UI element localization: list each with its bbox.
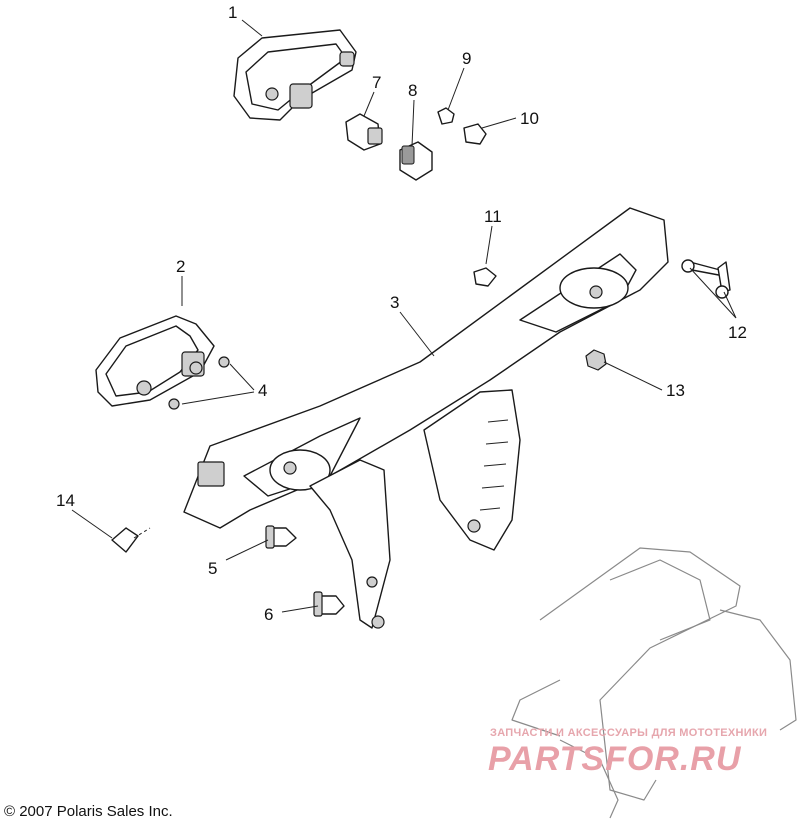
callout-4: 4 bbox=[258, 381, 267, 400]
push-rivet-5 bbox=[265, 525, 297, 549]
callout-labels: 1 2 3 4 5 6 7 8 9 10 11 12 13 14 bbox=[56, 3, 747, 624]
watermark-logo: PARTSFOR.RU bbox=[488, 740, 742, 778]
callout-5: 5 bbox=[208, 559, 217, 578]
socket-10 bbox=[463, 123, 487, 145]
callout-8: 8 bbox=[408, 81, 417, 100]
rivet-11 bbox=[473, 267, 497, 287]
label-14 bbox=[111, 527, 139, 553]
callout-13: 13 bbox=[666, 381, 685, 400]
callout-7: 7 bbox=[372, 73, 381, 92]
push-rivet-6 bbox=[313, 591, 345, 617]
callout-9: 9 bbox=[462, 49, 471, 68]
lamp-bracket-frame bbox=[183, 207, 669, 629]
tail-lamp-lower bbox=[95, 315, 215, 407]
nut-13 bbox=[585, 349, 607, 371]
bulb-socket-7 bbox=[345, 113, 383, 151]
callout-12: 12 bbox=[728, 323, 747, 342]
reference-rack-frame bbox=[511, 547, 797, 819]
callout-3: 3 bbox=[390, 293, 399, 312]
callout-11: 11 bbox=[484, 207, 502, 226]
callout-6: 6 bbox=[264, 605, 273, 624]
screws-12 bbox=[681, 259, 731, 299]
leader-lines bbox=[71, 19, 737, 613]
watermark-tagline: ЗАПЧАСТИ И АКСЕССУАРЫ ДЛЯ МОТОТЕХНИКИ bbox=[490, 727, 768, 739]
callout-10: 10 bbox=[520, 109, 539, 128]
callout-14: 14 bbox=[56, 491, 75, 510]
bulb-9 bbox=[437, 107, 455, 125]
bulb-socket-8 bbox=[399, 141, 433, 181]
grommet-lower bbox=[168, 398, 180, 410]
grommet-upper bbox=[218, 356, 230, 368]
copyright-notice: © 2007 Polaris Sales Inc. bbox=[4, 803, 173, 820]
tail-lamp-upper bbox=[233, 29, 357, 121]
callout-1: 1 bbox=[228, 3, 237, 22]
callout-2: 2 bbox=[176, 257, 185, 276]
